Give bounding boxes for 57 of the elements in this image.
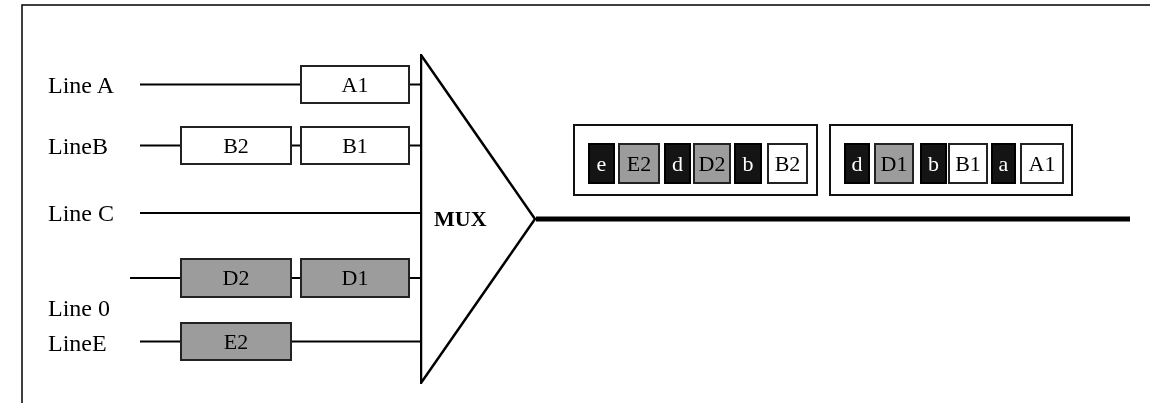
line-label: Line C <box>48 196 140 230</box>
input-line <box>291 144 301 147</box>
address-label: e <box>596 150 607 177</box>
input-line <box>139 212 421 214</box>
line-label: LineB <box>48 129 140 163</box>
address-block <box>734 143 762 184</box>
data-block <box>180 322 292 361</box>
address-block <box>844 143 870 184</box>
address-block <box>664 143 691 184</box>
input-line <box>409 144 421 147</box>
data-block <box>180 126 292 165</box>
frame-box <box>573 124 818 196</box>
data-block <box>1020 143 1064 184</box>
address-label: d <box>672 150 683 177</box>
frame-box <box>829 124 1073 196</box>
address-block <box>920 143 947 184</box>
input-line <box>409 277 421 279</box>
output-line <box>536 216 1130 222</box>
block-label: E2 <box>223 328 249 355</box>
block-label: A1 <box>1028 150 1056 177</box>
address-block <box>588 143 615 184</box>
data-block <box>300 126 410 165</box>
block-label: D2 <box>222 265 250 291</box>
block-label: D1 <box>341 265 369 291</box>
block-label: D2 <box>698 150 726 177</box>
input-line <box>139 83 301 86</box>
input-line <box>129 277 181 279</box>
data-block <box>693 143 731 184</box>
data-block <box>300 65 410 104</box>
data-block <box>767 143 808 184</box>
block-label: A1 <box>341 71 369 98</box>
data-block <box>180 258 292 298</box>
line-label: Line A <box>48 68 140 102</box>
data-block <box>618 143 660 184</box>
address-label: b <box>928 150 939 177</box>
address-label: a <box>998 150 1009 177</box>
block-label: B1 <box>342 132 368 159</box>
line-label: Line 0 <box>48 266 130 322</box>
input-line <box>409 83 421 86</box>
multiplexer-symbol <box>420 54 536 384</box>
block-label: E2 <box>626 150 652 177</box>
address-label: b <box>742 150 754 177</box>
input-line <box>139 340 181 343</box>
block-label: B1 <box>955 150 981 177</box>
address-block <box>991 143 1016 184</box>
input-line <box>291 277 301 279</box>
block-label: D1 <box>880 150 908 177</box>
input-line <box>291 340 421 343</box>
input-line <box>139 144 181 147</box>
data-block <box>948 143 988 184</box>
block-label: B2 <box>223 132 249 159</box>
line-label: LineE <box>48 326 140 360</box>
data-block <box>874 143 914 184</box>
block-label: B2 <box>774 150 801 177</box>
mux-label: MUX <box>434 206 487 232</box>
data-block <box>300 258 410 298</box>
address-label: d <box>851 150 863 177</box>
